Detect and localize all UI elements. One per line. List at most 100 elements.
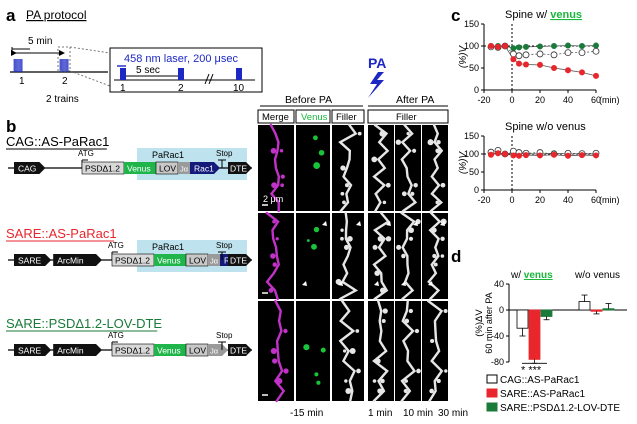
micrograph-r1-c1 bbox=[258, 123, 294, 213]
y-tick-label: 100 bbox=[464, 149, 479, 159]
micrograph-r3-c6 bbox=[422, 299, 448, 403]
venus-domain bbox=[124, 162, 156, 174]
x-tick-label: 40 bbox=[563, 195, 573, 205]
legend-swatch bbox=[486, 388, 498, 398]
parac1-label: PaRac1 bbox=[152, 150, 184, 160]
y-axis-label: (%)ΔV bbox=[474, 309, 485, 337]
micrograph-r3-c4 bbox=[368, 299, 394, 403]
bar bbox=[578, 301, 591, 311]
pulse-interval-label: 5 sec bbox=[136, 65, 160, 76]
x-tick-label: 40 bbox=[563, 95, 573, 105]
interval-label: 5 min bbox=[28, 36, 52, 47]
pa-label: PA bbox=[368, 55, 386, 71]
dte-label: DTE bbox=[230, 256, 247, 266]
parac1-label: PaRac1 bbox=[152, 242, 184, 252]
time-before: -15 min bbox=[290, 408, 323, 419]
data-point bbox=[578, 49, 586, 56]
data-point bbox=[516, 152, 522, 159]
legend-label: SARE::AS-PaRac1 bbox=[500, 389, 585, 400]
pulse-1 bbox=[120, 68, 126, 80]
ja-domain bbox=[208, 254, 220, 266]
x-tick-label: -20 bbox=[477, 95, 490, 105]
train-1-pulses bbox=[13, 59, 23, 72]
stop-label: Stop bbox=[216, 331, 233, 340]
atg-label: ATG bbox=[78, 149, 94, 158]
dte-label: DTE bbox=[230, 346, 247, 356]
y-tick-label: -40 bbox=[491, 331, 504, 341]
dte-label: DTE bbox=[230, 164, 247, 174]
data-point bbox=[565, 42, 571, 49]
col-venus: Venus bbox=[301, 112, 328, 123]
rac1-domain bbox=[190, 162, 220, 174]
promoter-arcmin bbox=[53, 254, 102, 266]
x-tick-label: -20 bbox=[477, 195, 490, 205]
time-10min: 10 min bbox=[403, 408, 433, 419]
psd-label: PSDΔ1.2 bbox=[115, 256, 150, 266]
data-point bbox=[537, 61, 543, 68]
x-tick-label: 0 bbox=[509, 195, 514, 205]
data-point bbox=[579, 43, 585, 49]
data-point bbox=[502, 151, 508, 157]
lov-label: LOV bbox=[159, 164, 176, 174]
panel-b-letter: b bbox=[6, 117, 16, 136]
micrograph-r3-c1 bbox=[258, 299, 294, 403]
data-point bbox=[523, 152, 529, 159]
dte-element bbox=[228, 162, 252, 174]
data-point bbox=[515, 52, 523, 60]
data-point bbox=[565, 67, 571, 74]
pulse-label-10: 10 bbox=[233, 83, 245, 94]
group-label-without-venus: w/o venus bbox=[574, 270, 620, 281]
data-point bbox=[551, 43, 557, 49]
x-axis-label: (min) bbox=[599, 95, 620, 105]
pulse-label-2: 2 bbox=[178, 83, 184, 94]
stop-label: Stop bbox=[216, 241, 233, 250]
y-axis-label: (%)V bbox=[458, 45, 469, 69]
data-point bbox=[510, 152, 517, 159]
y-tick-label: -80 bbox=[491, 357, 504, 367]
y-tick-label: 0 bbox=[499, 305, 504, 315]
y-tick-label: 0 bbox=[474, 185, 479, 195]
psd-label: PSDΔ1.2 bbox=[115, 346, 150, 356]
micrograph-r1-c5 bbox=[395, 123, 421, 213]
series-line-2 bbox=[490, 45, 597, 57]
micrograph-r1-c3 bbox=[332, 123, 364, 213]
bar bbox=[602, 308, 615, 311]
stop-label: Stop bbox=[216, 149, 233, 158]
construct-name: CAG::AS-PaRac1 bbox=[6, 134, 109, 149]
y-tick-label: 50 bbox=[469, 167, 479, 177]
psd-label: PSDΔ1.2 bbox=[85, 164, 120, 174]
ja-label: Jα bbox=[180, 165, 189, 174]
construct-name: SARE::AS-PaRac1 bbox=[6, 226, 117, 241]
micrograph-r2-c1 bbox=[258, 211, 294, 301]
promoter-arcmin bbox=[53, 344, 102, 356]
pulse-label-1: 1 bbox=[120, 83, 126, 94]
promoter-label: CAG bbox=[18, 164, 36, 174]
venus-label: Venus bbox=[127, 164, 151, 174]
bar bbox=[528, 309, 541, 360]
venus-label: Venus bbox=[157, 346, 181, 356]
data-point bbox=[488, 43, 494, 49]
data-point bbox=[551, 151, 557, 158]
micrograph-r3-c5 bbox=[395, 299, 421, 403]
data-point bbox=[502, 43, 508, 49]
bar bbox=[540, 309, 553, 317]
data-point bbox=[593, 42, 599, 49]
promoter-sare bbox=[14, 254, 52, 266]
x-tick-label: 60 bbox=[591, 95, 601, 105]
promoter-label: SARE bbox=[18, 346, 41, 356]
venus-label: Venus bbox=[157, 256, 181, 266]
pulse-2 bbox=[178, 68, 184, 80]
rac1-label: Rac1 bbox=[194, 164, 214, 174]
train-2-pulses bbox=[59, 59, 69, 72]
pulse-train-zoom bbox=[109, 47, 263, 93]
micrograph-r2-c6 bbox=[422, 211, 448, 301]
legend-swatch bbox=[486, 402, 498, 412]
data-point bbox=[523, 61, 529, 68]
micrograph-r1-c2 bbox=[296, 125, 330, 211]
x-tick-label: 60 bbox=[591, 195, 601, 205]
dte-element bbox=[228, 254, 252, 266]
